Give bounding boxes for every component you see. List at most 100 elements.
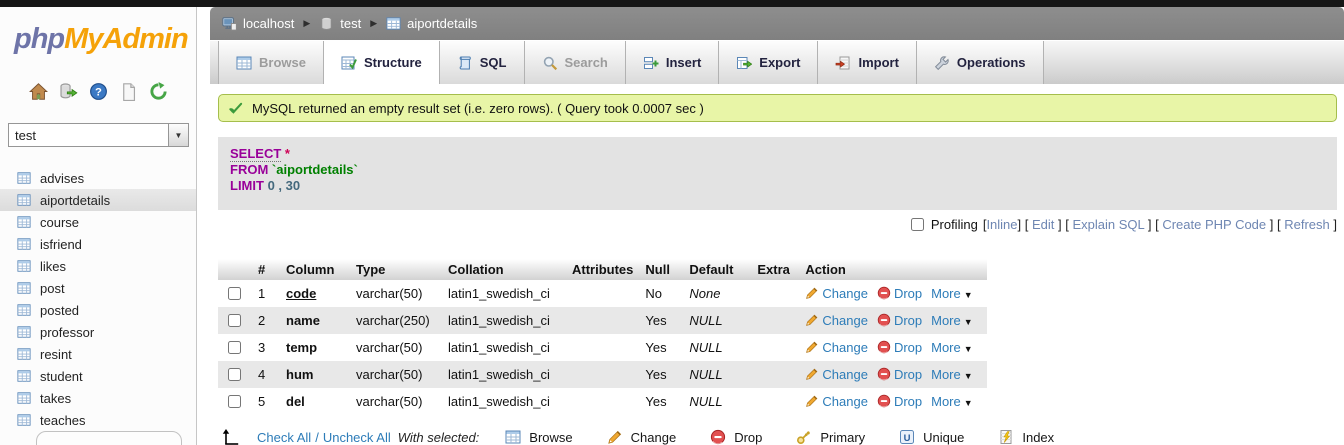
- sidebar-table-professor[interactable]: professor: [0, 321, 196, 343]
- column-extra: [751, 307, 799, 334]
- drop-link[interactable]: Drop: [893, 394, 923, 409]
- check-all-arrow-icon: [222, 428, 239, 445]
- button-label: Index: [1022, 429, 1055, 445]
- column-attributes: [566, 334, 639, 361]
- with-selected-change-button[interactable]: Change: [607, 429, 676, 445]
- change-link[interactable]: Change: [822, 394, 868, 409]
- column-default: NULL: [689, 394, 723, 409]
- change-link[interactable]: Change: [822, 340, 868, 355]
- uncheck-all-link[interactable]: Uncheck All: [322, 429, 391, 445]
- breadcrumb-item-aiportdetails[interactable]: aiportdetails: [386, 16, 477, 31]
- column-attributes: [566, 280, 639, 307]
- column-header-column: Column: [280, 259, 350, 280]
- column-default: None: [689, 286, 721, 301]
- sidebar-table-aiportdetails[interactable]: aiportdetails: [0, 189, 196, 211]
- sql-keyword-select[interactable]: SELECT: [230, 146, 282, 162]
- profiling-checkbox[interactable]: [910, 218, 924, 231]
- column-collation: latin1_swedish_ci: [448, 394, 550, 409]
- check-all-link[interactable]: Check All: [257, 429, 312, 445]
- more-link[interactable]: More: [931, 367, 961, 382]
- logout-icon[interactable]: [59, 82, 78, 101]
- tab-import[interactable]: Import: [818, 41, 917, 84]
- column-null: No: [645, 286, 663, 301]
- tab-structure[interactable]: Structure: [323, 41, 440, 84]
- row-checkbox[interactable]: [228, 341, 241, 354]
- bracket: ]: [1266, 217, 1277, 232]
- chevron-down-icon[interactable]: ▼: [963, 290, 973, 300]
- drop-link[interactable]: Drop: [893, 286, 923, 301]
- tab-export[interactable]: Export: [719, 41, 819, 84]
- chevron-down-icon[interactable]: ▼: [963, 371, 973, 381]
- table-icon: [17, 237, 31, 251]
- tab-operations[interactable]: Operations: [916, 41, 1044, 84]
- drop-link[interactable]: Drop: [893, 340, 923, 355]
- with-selected-browse-button[interactable]: Browse: [505, 429, 573, 445]
- with-selected-primary-button[interactable]: Primary: [796, 429, 865, 445]
- sidebar-table-isfriend[interactable]: isfriend: [0, 233, 196, 255]
- breadcrumb-item-test[interactable]: test: [319, 16, 361, 31]
- row-checkbox[interactable]: [228, 287, 241, 300]
- more-link[interactable]: More: [931, 394, 961, 409]
- help-icon[interactable]: ?: [89, 82, 108, 101]
- bracket: ]: [1054, 217, 1066, 232]
- sidebar-table-student[interactable]: student: [0, 365, 196, 387]
- profiling-link-create-php-code[interactable]: Create PHP Code: [1162, 217, 1267, 232]
- tab-sql[interactable]: SQL: [439, 41, 525, 84]
- with-selected-index-button[interactable]: Index: [998, 429, 1054, 445]
- table-name-label: teaches: [40, 412, 86, 428]
- profiling-link-inline[interactable]: Inline: [986, 217, 1018, 232]
- profiling-link-explain-sql[interactable]: Explain SQL: [1072, 217, 1145, 232]
- sidebar-table-teaches[interactable]: teaches: [0, 409, 196, 431]
- column-extra: [751, 280, 799, 307]
- change-link[interactable]: Change: [822, 286, 868, 301]
- database-select-value: test: [15, 127, 36, 143]
- row-checkbox[interactable]: [228, 368, 241, 381]
- chevron-down-icon[interactable]: ▼: [963, 398, 973, 408]
- breadcrumb-label: localhost: [243, 16, 295, 31]
- structure-icon: [341, 55, 357, 71]
- sidebar-table-course[interactable]: course: [0, 211, 196, 233]
- chevron-down-icon[interactable]: ▼: [963, 344, 973, 354]
- docs-icon[interactable]: [119, 82, 138, 101]
- database-select[interactable]: test ▼: [8, 123, 189, 147]
- sidebar-table-post[interactable]: post: [0, 277, 196, 299]
- profiling-links: [Inline] [ Edit ] [ Explain SQL ] [ Crea…: [983, 217, 1337, 232]
- refresh-icon[interactable]: [149, 82, 168, 101]
- dropdown-arrow-icon[interactable]: ▼: [168, 124, 188, 146]
- sidebar-table-likes[interactable]: likes: [0, 255, 196, 277]
- home-icon[interactable]: [28, 82, 48, 101]
- profiling-link-refresh[interactable]: Refresh: [1284, 217, 1330, 232]
- chevron-down-icon[interactable]: ▼: [963, 317, 973, 327]
- sidebar-table-posted[interactable]: posted: [0, 299, 196, 321]
- sql-query-box: SELECT * FROM `aiportdetails` LIMIT 0 , …: [218, 137, 1337, 210]
- row-checkbox[interactable]: [228, 395, 241, 408]
- action-cell: Change Drop More▼: [799, 388, 987, 415]
- profiling-row: Profiling [Inline] [ Edit ] [ Explain SQ…: [218, 217, 1337, 232]
- sql-keyword-from: FROM: [230, 162, 269, 177]
- drop-link[interactable]: Drop: [893, 367, 923, 382]
- sidebar-table-resint[interactable]: resint: [0, 343, 196, 365]
- change-link[interactable]: Change: [822, 367, 868, 382]
- drop-link[interactable]: Drop: [893, 313, 923, 328]
- sidebar-table-takes[interactable]: takes: [0, 387, 196, 409]
- change-link[interactable]: Change: [822, 313, 868, 328]
- more-link[interactable]: More: [931, 340, 961, 355]
- row-checkbox[interactable]: [228, 314, 241, 327]
- sidebar-table-advises[interactable]: advises: [0, 167, 196, 189]
- table-name-label: course: [40, 214, 80, 230]
- more-link[interactable]: More: [931, 286, 961, 301]
- tab-insert[interactable]: Insert: [625, 41, 720, 84]
- profiling-link-edit[interactable]: Edit: [1031, 217, 1055, 232]
- top-border-bar: [0, 0, 1344, 7]
- row-checkbox-cell: [218, 388, 252, 415]
- checkbox-column-header: [218, 259, 252, 280]
- with-selected-drop-button[interactable]: Drop: [710, 429, 762, 445]
- import-icon: [835, 55, 851, 71]
- more-link[interactable]: More: [931, 313, 961, 328]
- breadcrumb-item-localhost[interactable]: localhost: [222, 16, 294, 31]
